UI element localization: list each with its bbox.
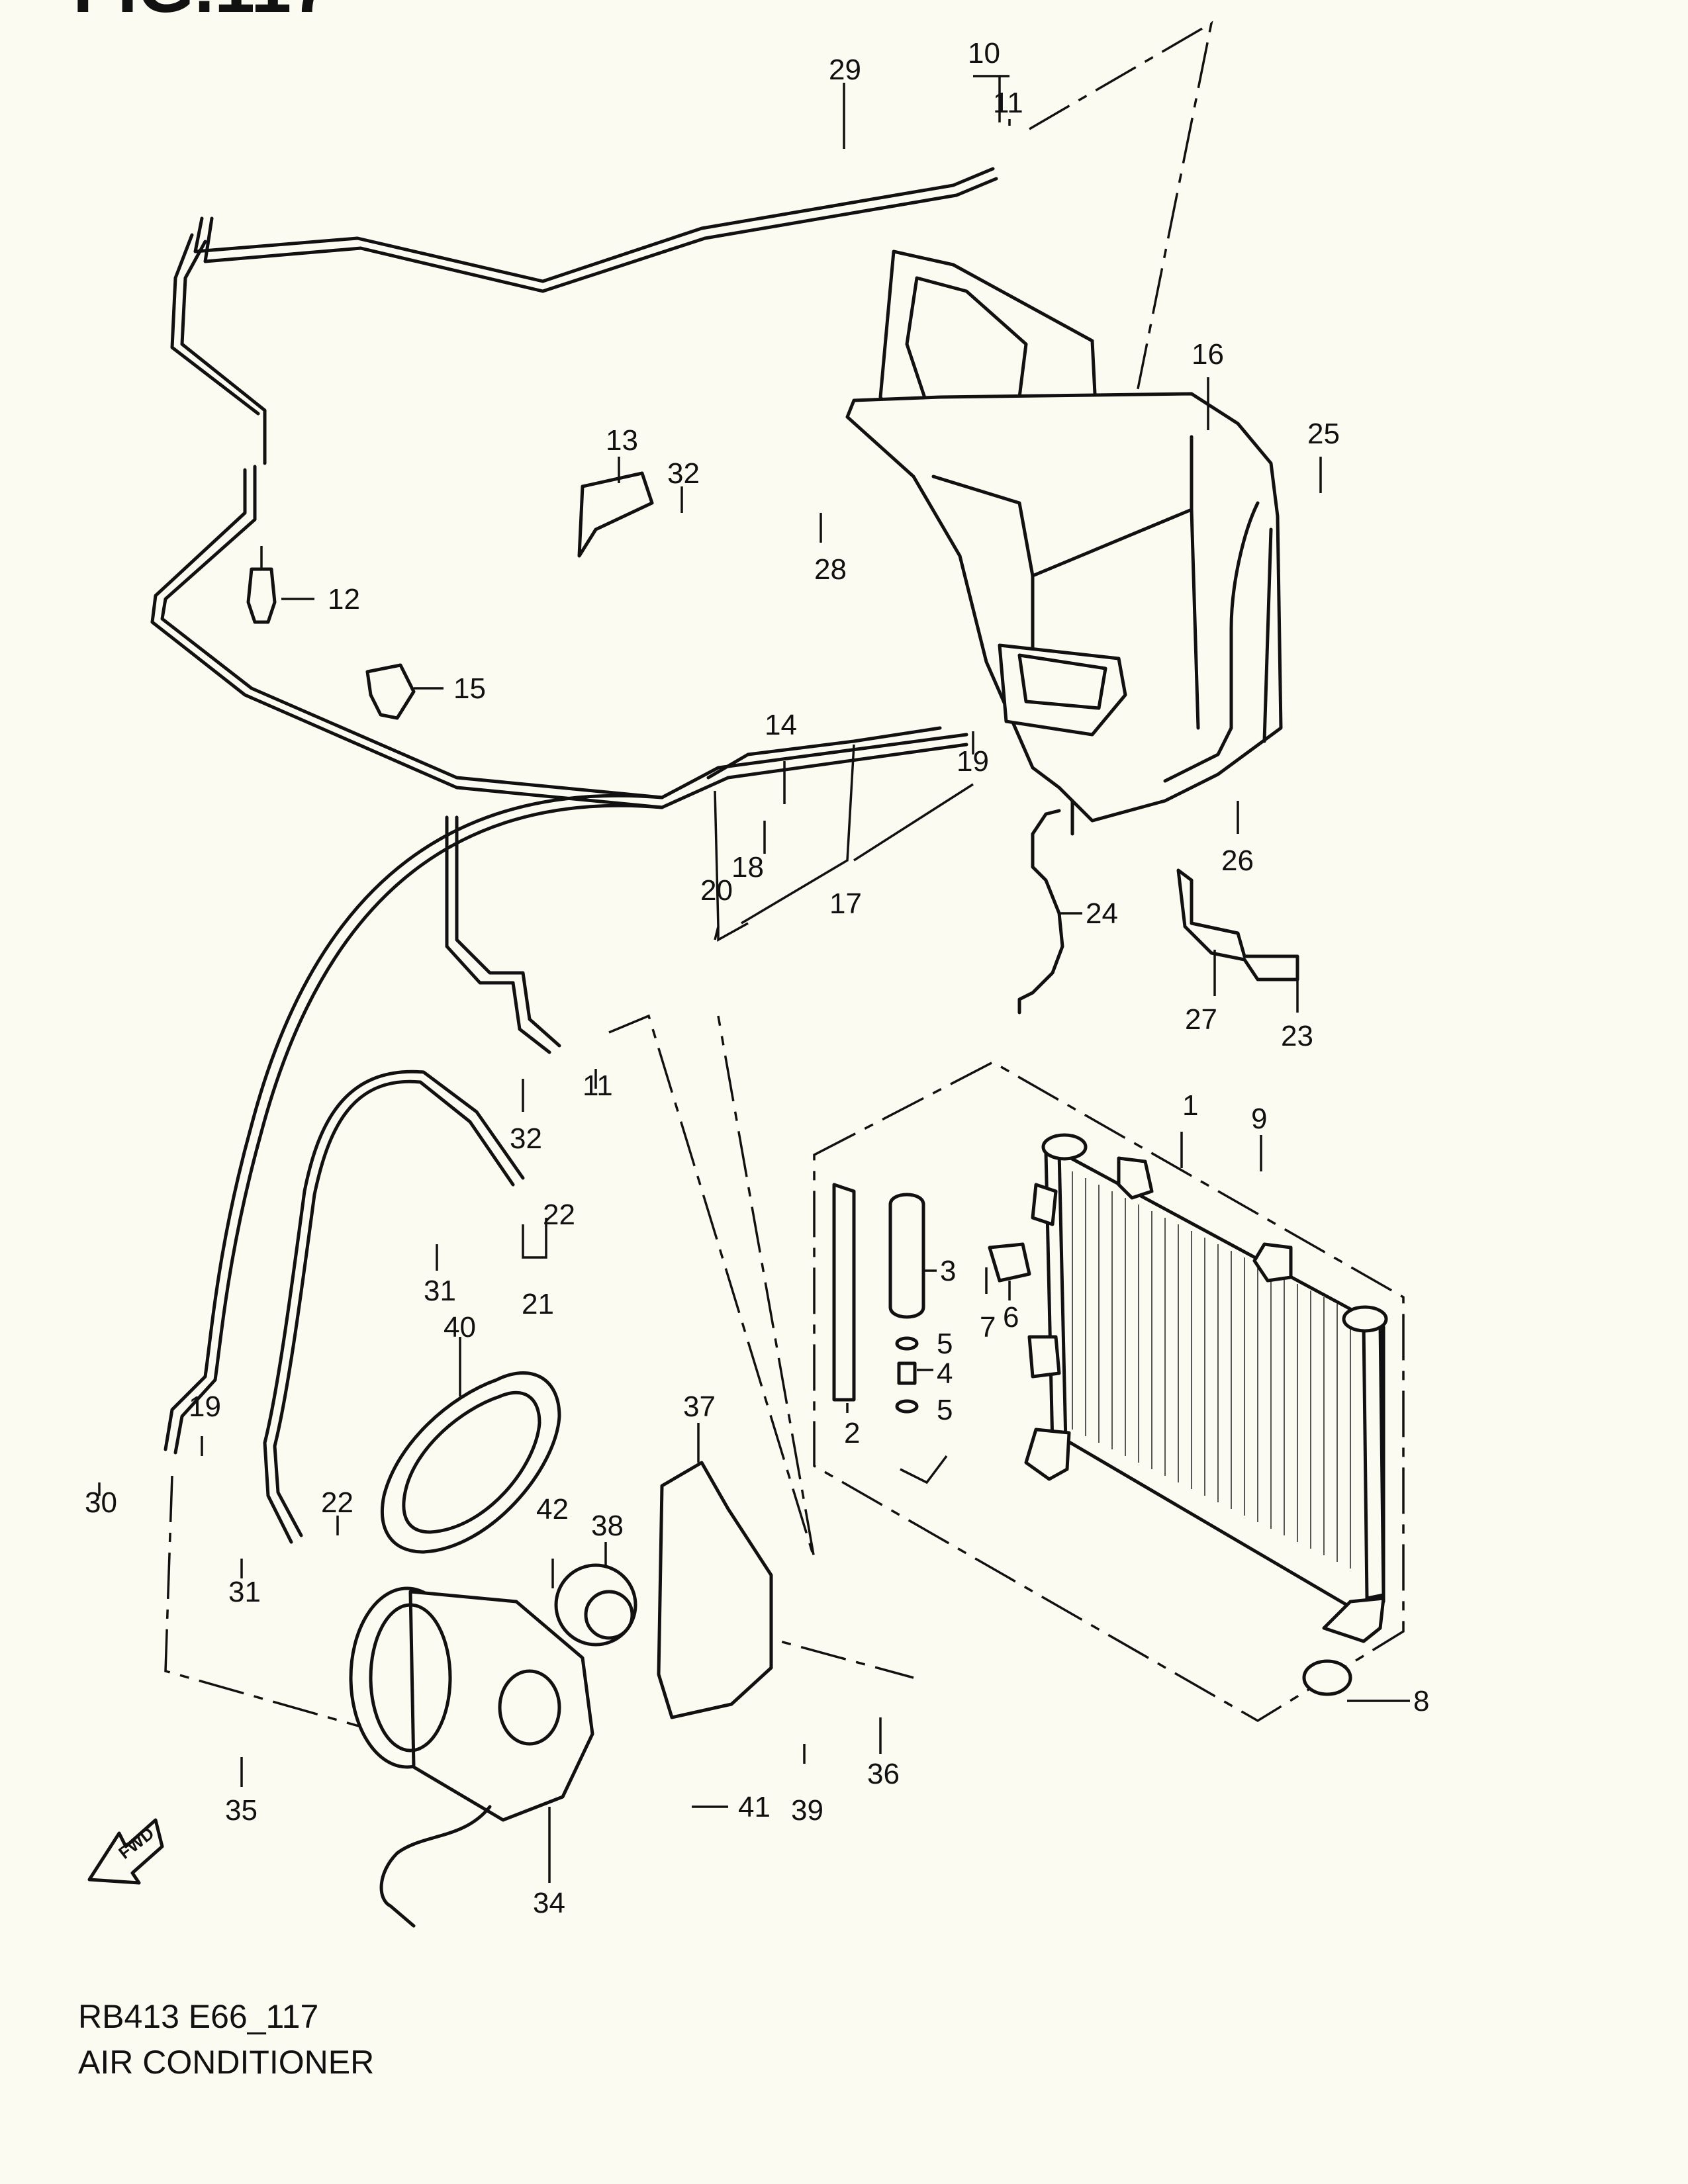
callout-18: 18	[731, 851, 764, 884]
figure-code: RB413 E66_117	[78, 1998, 319, 2035]
callout-41: 41	[738, 1791, 771, 1823]
callout-2: 2	[844, 1417, 860, 1449]
hvac-unit	[845, 250, 1283, 836]
bracket	[1176, 868, 1299, 981]
drive-belt	[381, 1371, 561, 1554]
receiver-dryer-group	[832, 1183, 1352, 1696]
callout-7: 7	[980, 1311, 996, 1343]
callout-6: 6	[1003, 1301, 1019, 1334]
idler-pulley	[554, 1563, 637, 1647]
figure-name: AIR CONDITIONER	[78, 2044, 375, 2081]
drain-hose	[1017, 809, 1064, 1015]
callout-29: 29	[829, 54, 861, 86]
compressor-bracket	[657, 1461, 773, 1719]
callout-4: 4	[937, 1357, 953, 1390]
callout-5a: 5	[937, 1328, 953, 1360]
leader-lines	[98, 75, 1410, 1883]
callout-labels: 1 2 3 4 5 5 6 7 8 9 10 11 11 12 13 14 15…	[85, 37, 1429, 1919]
callout-24: 24	[1086, 897, 1118, 930]
callout-31b: 31	[228, 1576, 261, 1608]
condenser	[1024, 1133, 1388, 1643]
callout-21: 21	[522, 1288, 554, 1320]
callout-26: 26	[1221, 844, 1254, 877]
callout-19a: 19	[957, 745, 989, 778]
callout-19b: 19	[189, 1390, 221, 1423]
callout-42: 42	[536, 1493, 569, 1525]
callout-40: 40	[444, 1311, 476, 1343]
callout-13: 13	[606, 424, 638, 457]
callout-35: 35	[225, 1794, 258, 1827]
callout-37: 37	[683, 1390, 716, 1423]
callout-27: 27	[1185, 1003, 1217, 1036]
callout-25: 25	[1307, 418, 1340, 450]
callout-10: 10	[968, 37, 1000, 69]
callout-5b: 5	[937, 1394, 953, 1426]
callout-34: 34	[533, 1887, 565, 1919]
compressor	[349, 1586, 594, 1928]
callout-38: 38	[591, 1510, 624, 1542]
callout-22a: 22	[543, 1199, 575, 1231]
callout-16: 16	[1192, 338, 1224, 371]
callout-14: 14	[765, 709, 797, 741]
figure-title: FIG.117	[73, 0, 332, 28]
callout-9: 9	[1251, 1103, 1267, 1135]
callout-30: 30	[85, 1486, 117, 1519]
fwd-arrow-icon: FWD	[87, 1818, 164, 1885]
callout-28: 28	[814, 553, 847, 586]
callout-3: 3	[940, 1255, 956, 1287]
callout-12: 12	[328, 583, 360, 615]
callout-17: 17	[829, 887, 862, 920]
callout-32a: 32	[667, 457, 700, 490]
mounting-bracket	[577, 471, 654, 558]
callout-11a: 11	[993, 87, 1023, 119]
callout-23: 23	[1281, 1020, 1313, 1052]
callout-36: 36	[867, 1758, 900, 1790]
callout-15: 15	[453, 672, 486, 705]
callout-20: 20	[700, 874, 733, 907]
callout-22b: 22	[321, 1486, 353, 1519]
callout-32b: 32	[510, 1122, 542, 1155]
refrigerant-pipes	[150, 167, 998, 1544]
callout-11b: 11	[583, 1069, 613, 1102]
callout-31a: 31	[424, 1275, 456, 1307]
callout-1: 1	[1182, 1089, 1198, 1122]
pressure-switch	[246, 567, 277, 624]
callout-8: 8	[1413, 1685, 1429, 1717]
pipe-clip	[365, 663, 416, 720]
callout-39: 39	[791, 1794, 823, 1827]
